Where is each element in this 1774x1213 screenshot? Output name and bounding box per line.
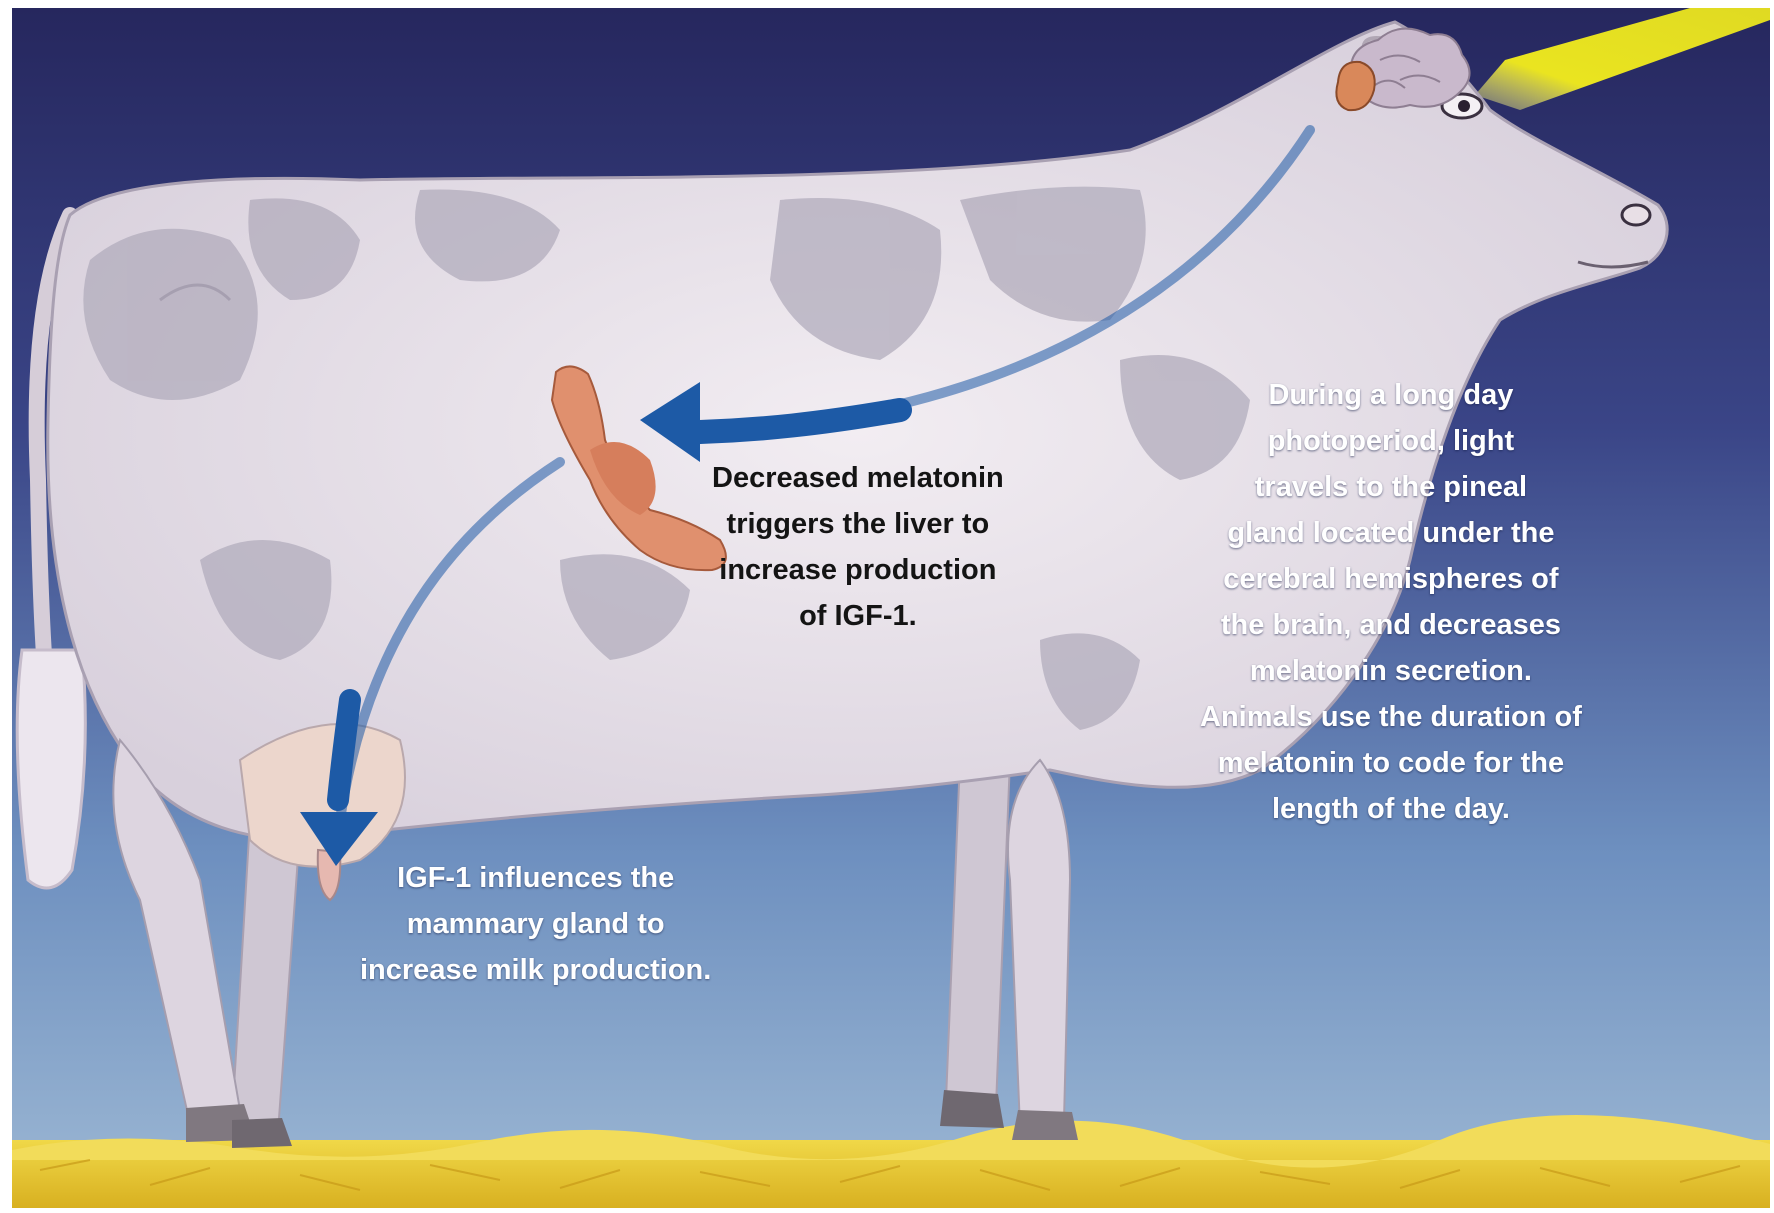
callout-line: length of the day. bbox=[1200, 786, 1582, 832]
callout-line: During a long day bbox=[1200, 372, 1582, 418]
callout-line: increase milk production. bbox=[360, 947, 711, 993]
callout-line: gland located under the bbox=[1200, 510, 1582, 556]
callout-line: melatonin secretion. bbox=[1200, 648, 1582, 694]
callout-line: of IGF-1. bbox=[712, 593, 1004, 639]
callout-line: Animals use the duration of bbox=[1200, 694, 1582, 740]
callout-line: Decreased melatonin bbox=[712, 455, 1004, 501]
callout-line: the brain, and decreases bbox=[1200, 602, 1582, 648]
cow-nostril bbox=[1622, 205, 1650, 225]
callout-line: triggers the liver to bbox=[712, 501, 1004, 547]
pineal-gland-icon bbox=[1336, 62, 1374, 110]
callout-line: increase production bbox=[712, 547, 1004, 593]
callout-line: IGF-1 influences the bbox=[360, 855, 711, 901]
mammary-callout: IGF-1 influences the mammary gland to in… bbox=[360, 855, 711, 993]
callout-line: mammary gland to bbox=[360, 901, 711, 947]
callout-line: travels to the pineal bbox=[1200, 464, 1582, 510]
liver-callout: Decreased melatonin triggers the liver t… bbox=[712, 455, 1004, 639]
callout-line: cerebral hemispheres of bbox=[1200, 556, 1582, 602]
callout-line: melatonin to code for the bbox=[1200, 740, 1582, 786]
photoperiod-callout: During a long day photoperiod, light tra… bbox=[1200, 372, 1582, 832]
callout-line: photoperiod, light bbox=[1200, 418, 1582, 464]
